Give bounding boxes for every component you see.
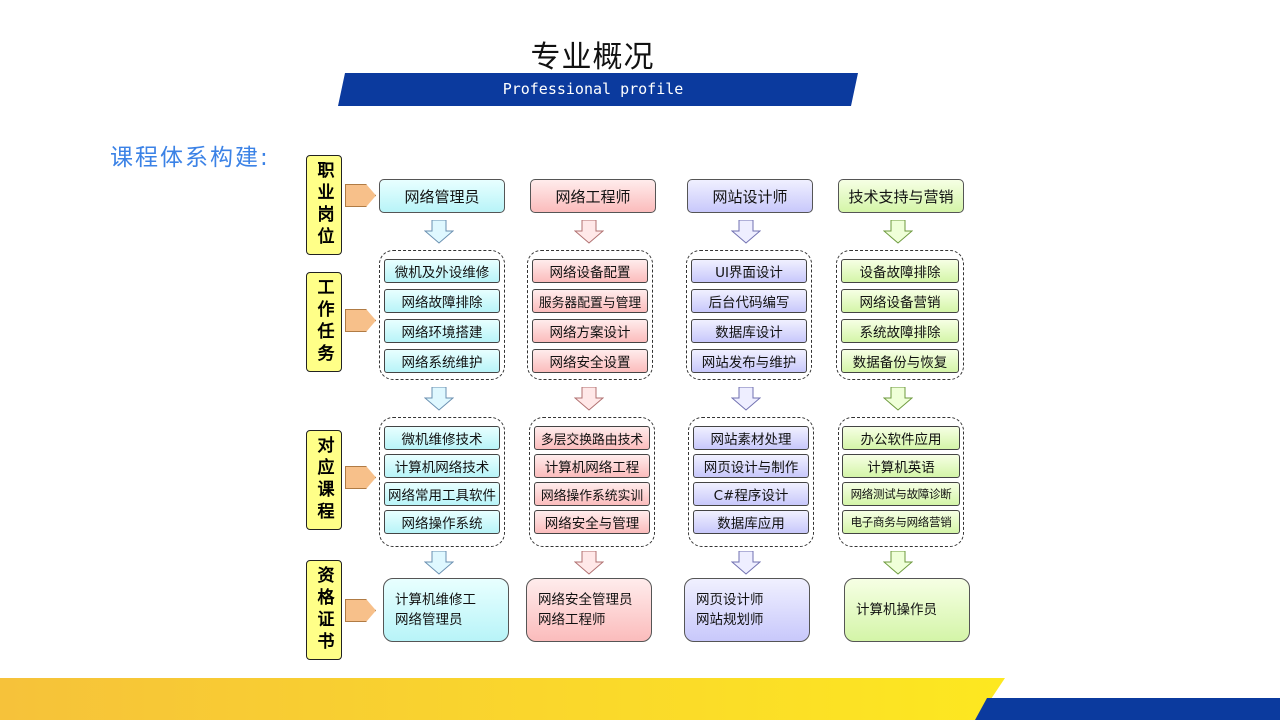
pointer-arrow-courses [345,466,376,489]
row-label-tasks: 工作任务 [306,272,342,372]
job-box-tech-support: 技术支持与营销 [838,179,964,213]
task-item: 系统故障排除 [841,319,959,343]
cert-item: 网络安全管理员 [538,592,633,608]
task-item: UI界面设计 [691,259,807,283]
task-item: 网络安全设置 [532,349,648,373]
job-box-network-engineer: 网络工程师 [530,179,656,213]
cert-item: 网络管理员 [395,612,463,628]
course-item: 微机维修技术 [384,426,500,450]
course-item: 计算机网络技术 [384,454,500,478]
pointer-arrow-jobs [345,184,376,207]
down-arrow-icon [883,387,913,411]
task-item: 网络设备配置 [532,259,648,283]
task-item: 网络系统维护 [384,349,500,373]
pointer-arrow-tasks [345,309,376,332]
task-item: 网络故障排除 [384,289,500,313]
row-label-courses: 对应课程 [306,430,342,530]
task-item: 网站发布与维护 [691,349,807,373]
course-item: 计算机网络工程 [534,454,650,478]
down-arrow-icon [574,220,604,244]
down-arrow-icon [731,220,761,244]
course-item: 网站素材处理 [693,426,809,450]
job-box-network-admin: 网络管理员 [379,179,505,213]
cert-box-tech-support: 计算机操作员 [844,578,970,642]
task-item: 设备故障排除 [841,259,959,283]
down-arrow-icon [424,220,454,244]
page-title: 专业概况 [530,40,655,75]
cert-item: 计算机操作员 [856,602,937,618]
down-arrow-icon [574,551,604,575]
course-item: 网络测试与故障诊断 [842,482,960,506]
course-group-tech-support [838,417,964,547]
down-arrow-icon [424,387,454,411]
task-group-tech-support [836,250,964,380]
task-item: 服务器配置与管理 [532,289,648,313]
row-label-jobs: 职业岗位 [306,155,342,255]
course-item: 办公软件应用 [842,426,960,450]
pointer-arrow-certs [345,599,376,622]
cert-box-web-designer: 网页设计师 网站规划师 [684,578,810,642]
row-label-certs: 资格证书 [306,560,342,660]
course-group-web-designer [688,417,814,547]
down-arrow-icon [883,551,913,575]
job-box-web-designer: 网站设计师 [687,179,813,213]
down-arrow-icon [574,387,604,411]
task-item: 数据备份与恢复 [841,349,959,373]
task-group-web-designer [686,250,812,380]
task-item: 网络方案设计 [532,319,648,343]
cert-box-network-engineer: 网络安全管理员 网络工程师 [526,578,652,642]
footer-band-blue [975,698,1280,720]
course-item: 网络操作系统实训 [534,482,650,506]
course-item: 计算机英语 [842,454,960,478]
task-item: 后台代码编写 [691,289,807,313]
task-item: 网络环境搭建 [384,319,500,343]
task-item: 微机及外设维修 [384,259,500,283]
cert-item: 网络工程师 [538,612,606,628]
cert-item: 网站规划师 [696,612,764,628]
course-item: C#程序设计 [693,482,809,506]
down-arrow-icon [883,220,913,244]
course-item: 电子商务与网络营销 [842,510,960,534]
course-item: 数据库应用 [693,510,809,534]
down-arrow-icon [731,551,761,575]
down-arrow-icon [731,387,761,411]
cert-item: 网页设计师 [696,592,764,608]
course-group-network-admin [379,417,505,547]
cert-item: 计算机维修工 [395,592,476,608]
down-arrow-icon [424,551,454,575]
page-subtitle: Professional profile [502,80,684,98]
task-group-network-engineer [527,250,653,380]
course-group-network-engineer [529,417,655,547]
footer-band-yellow [0,678,1005,720]
task-item: 数据库设计 [691,319,807,343]
task-item: 网络设备营销 [841,289,959,313]
course-item: 网页设计与制作 [693,454,809,478]
course-item: 网络常用工具软件 [384,482,500,506]
cert-box-network-admin: 计算机维修工 网络管理员 [383,578,509,642]
course-item: 网络安全与管理 [534,510,650,534]
section-heading: 课程体系构建: [110,145,270,171]
course-item: 网络操作系统 [384,510,500,534]
course-item: 多层交换路由技术 [534,426,650,450]
subtitle-band [338,73,858,106]
task-group-network-admin [379,250,505,380]
